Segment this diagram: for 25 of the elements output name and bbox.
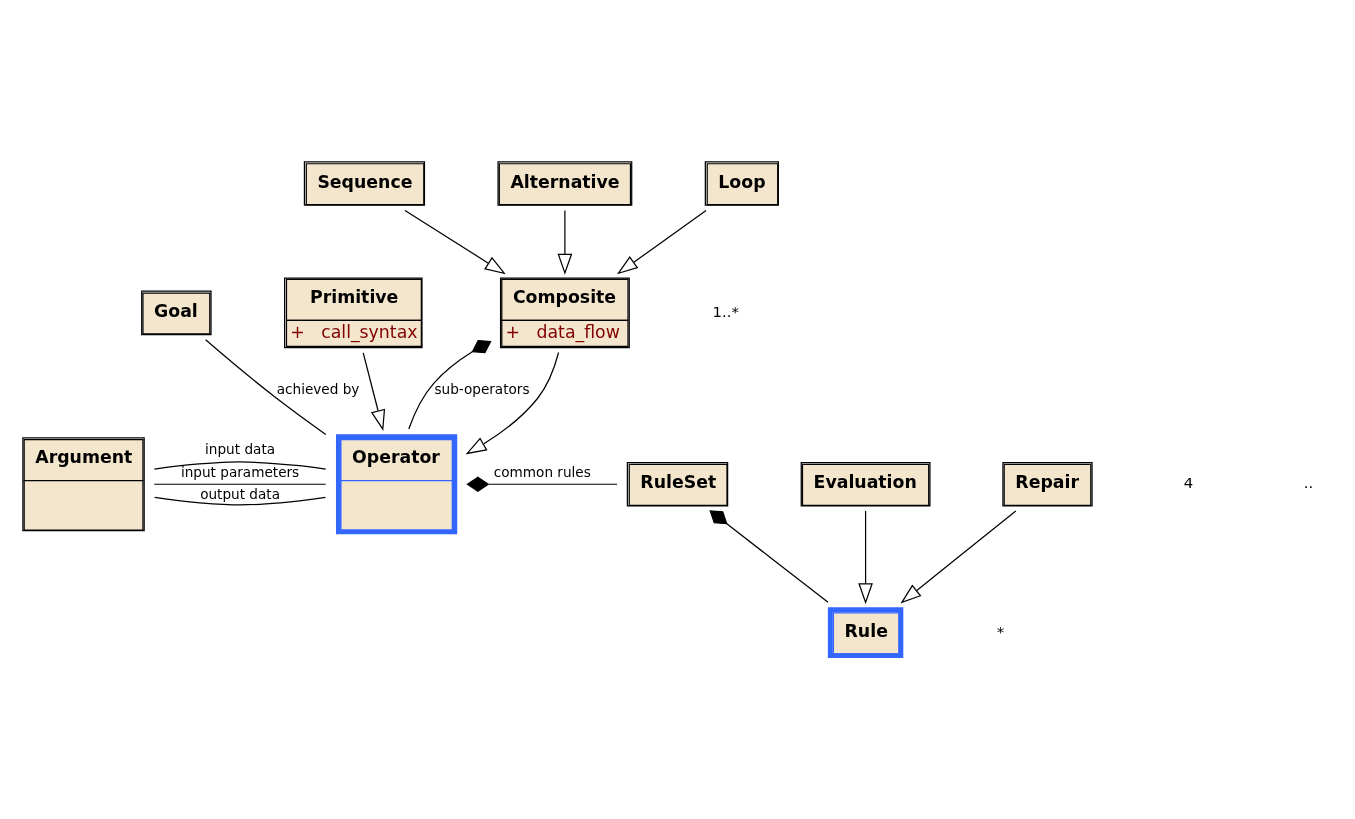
connector xyxy=(153,460,327,470)
connector xyxy=(709,509,829,603)
arrow xyxy=(557,209,573,275)
label: .. xyxy=(1303,473,1314,491)
arrow xyxy=(404,209,506,274)
arrow xyxy=(900,509,1017,603)
arrow xyxy=(465,351,560,454)
edge-label: sub-operators xyxy=(434,380,530,397)
connector xyxy=(154,496,327,506)
connector xyxy=(408,339,492,430)
label: 4 xyxy=(1183,473,1194,491)
edge-label: achieved by xyxy=(276,380,360,397)
edge-label: input parameters xyxy=(180,463,300,480)
edge-label: output data xyxy=(200,485,281,502)
arrow xyxy=(362,351,386,431)
label: 1..* xyxy=(712,302,739,320)
arrow xyxy=(616,209,707,274)
label: * xyxy=(996,622,1005,640)
node-box: Rule xyxy=(827,606,904,658)
connector xyxy=(205,338,327,435)
connector xyxy=(153,483,327,485)
arrow xyxy=(858,509,873,604)
edge-label: input data xyxy=(205,440,276,457)
connector xyxy=(466,476,618,492)
edge-label: common rules xyxy=(493,463,591,480)
